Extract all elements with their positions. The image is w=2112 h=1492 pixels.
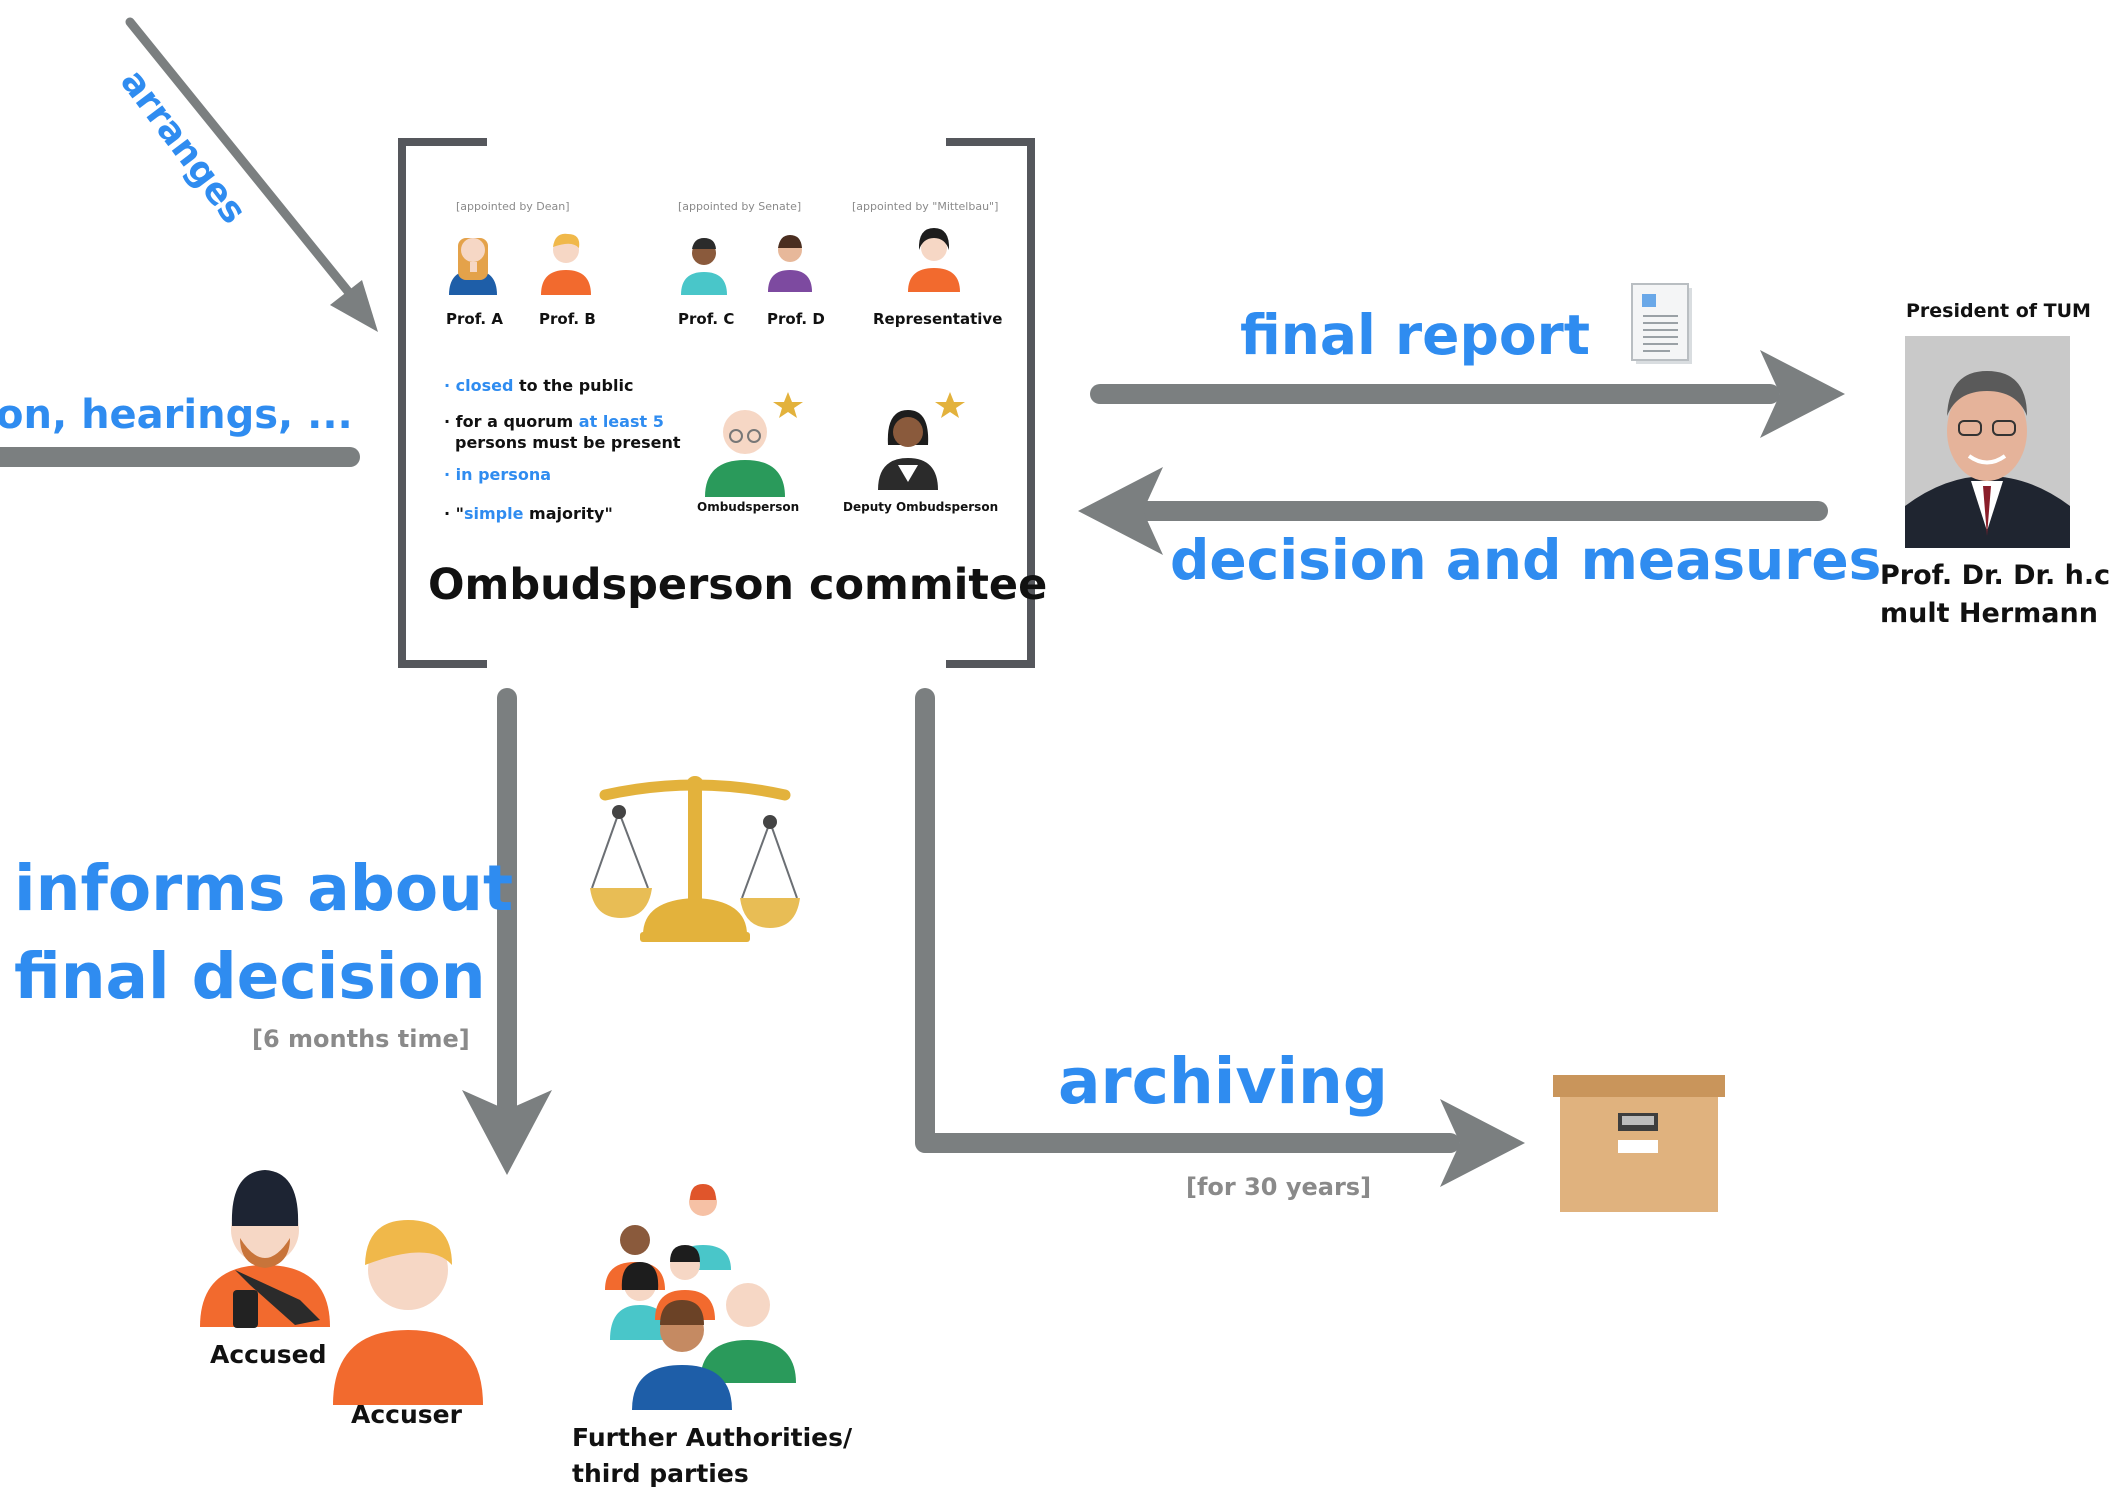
rule-closed: · closed to the public bbox=[444, 376, 634, 395]
member-prof-d: Prof. D bbox=[767, 310, 825, 328]
president-title: President of TUM bbox=[1906, 300, 2091, 322]
appointed-by-senate: [appointed by Senate] bbox=[678, 200, 802, 213]
member-prof-c: Prof. C bbox=[678, 310, 735, 328]
accused-label: Accused bbox=[210, 1340, 327, 1369]
appointed-by-dean: [appointed by Dean] bbox=[456, 200, 570, 213]
document-icon bbox=[1631, 283, 1692, 364]
final-report-arrow bbox=[1090, 350, 1845, 438]
member-representative: Representative bbox=[873, 310, 1003, 328]
appointed-by-mittelbau: [appointed by "Mittelbau"] bbox=[852, 200, 999, 213]
president-photo bbox=[1905, 336, 2070, 548]
member-prof-a: Prof. A bbox=[446, 310, 503, 328]
scales-icon bbox=[590, 776, 800, 942]
star-icon bbox=[773, 392, 803, 418]
archiving-arrow bbox=[915, 688, 1525, 1187]
deputy-ombudsperson-avatar bbox=[878, 410, 938, 490]
arranges-arrow bbox=[125, 17, 378, 332]
member-prof-b: Prof. B bbox=[539, 310, 596, 328]
rule-majority: · "simple majority" bbox=[444, 504, 613, 523]
accuser-label: Accuser bbox=[351, 1400, 462, 1429]
rule-quorum: · for a quorum at least 5 persons must b… bbox=[444, 412, 681, 452]
decision-label: decision and measures bbox=[1170, 528, 1882, 592]
archive-box-icon bbox=[1553, 1075, 1725, 1212]
deputy-ombudsperson-label: Deputy Ombudsperson bbox=[843, 500, 999, 514]
committee-title: Ombudsperson commitee bbox=[428, 560, 1048, 610]
accused-avatar bbox=[200, 1170, 330, 1328]
hearings-label: on, hearings, ... bbox=[0, 392, 353, 438]
prof-d-avatar bbox=[768, 235, 812, 292]
prof-a-avatar bbox=[449, 238, 497, 295]
prof-b-avatar bbox=[541, 233, 591, 295]
further-authorities-label: Further Authorities/third parties bbox=[572, 1423, 853, 1488]
final-report-label: final report bbox=[1240, 303, 1591, 367]
accuser-avatar bbox=[333, 1220, 483, 1405]
informs-note: [6 months time] bbox=[252, 1025, 470, 1053]
committee-bracket bbox=[398, 138, 1035, 668]
prof-c-avatar bbox=[681, 238, 727, 295]
representative-avatar bbox=[908, 228, 960, 292]
president-name: Prof. Dr. Dr. h.c.mult Hermann bbox=[1880, 560, 2112, 629]
rule-in-persona: · in persona bbox=[444, 465, 551, 484]
archiving-note: [for 30 years] bbox=[1186, 1173, 1372, 1201]
ombudsperson-avatar bbox=[705, 410, 785, 497]
portrait-image bbox=[1905, 336, 2070, 548]
informs-arrow bbox=[462, 688, 552, 1175]
decision-arrow bbox=[1078, 467, 1828, 555]
archiving-label: archiving bbox=[1058, 1045, 1388, 1118]
ombudsperson-label: Ombudsperson bbox=[697, 500, 800, 514]
third-parties-crowd bbox=[605, 1184, 796, 1410]
star-icon bbox=[935, 392, 965, 418]
